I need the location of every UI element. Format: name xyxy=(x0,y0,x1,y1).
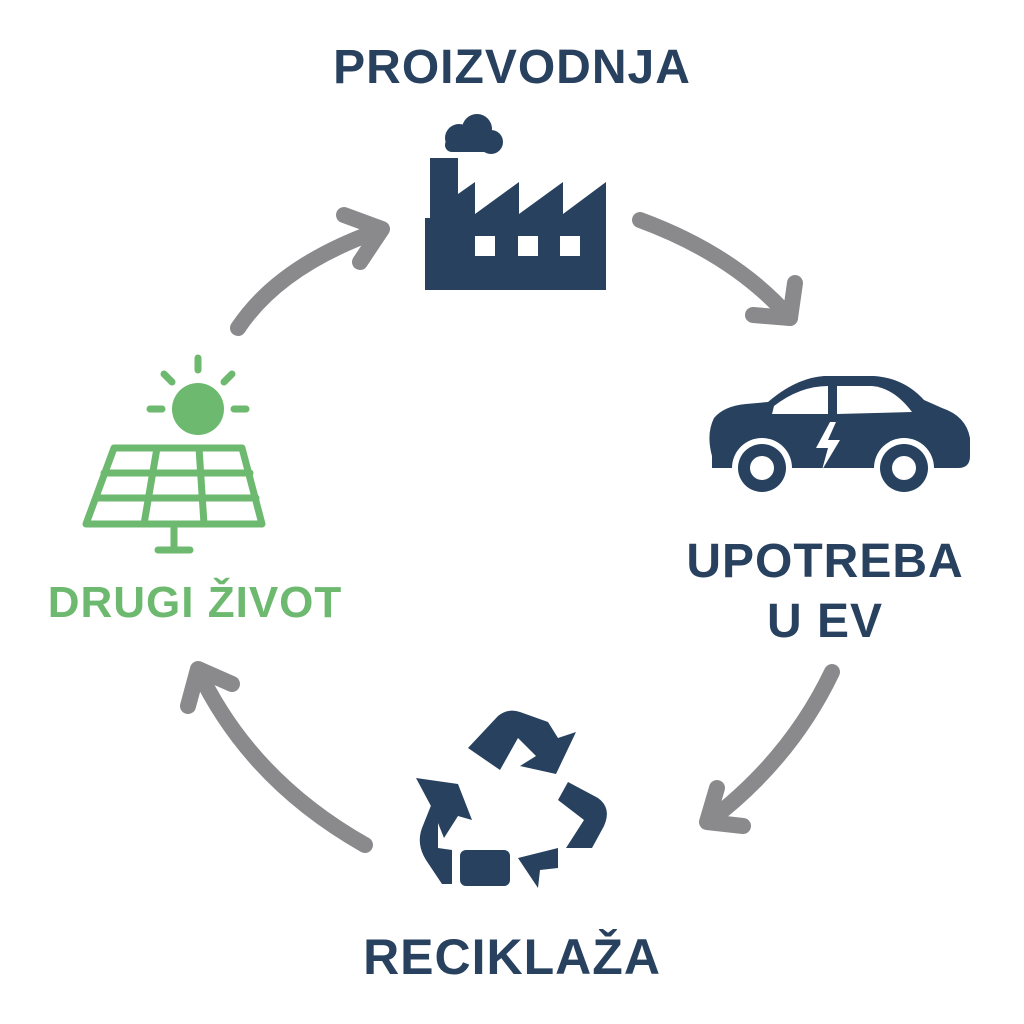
electric-car-icon xyxy=(709,376,970,498)
use-label-line1: UPOTREBA xyxy=(686,535,964,588)
arrow-second-life-to-production xyxy=(230,222,388,336)
recycle-icon xyxy=(416,710,607,888)
arrowhead-second-life-to-production xyxy=(336,207,390,270)
arrow-recycling-to-second-life xyxy=(190,662,373,853)
arrowhead-recycling-to-second-life xyxy=(180,661,240,714)
use-label-line2: U EV xyxy=(766,595,884,648)
recycling-label: RECIKLAŽA xyxy=(363,929,661,985)
use-label: UPOTREBA U EV xyxy=(660,532,990,652)
arrowhead-production-to-use xyxy=(745,275,803,326)
arrow-use-to-recycling xyxy=(700,664,840,830)
second-life-label: DRUGI ŽIVOT xyxy=(47,578,343,627)
solar-panel-icon xyxy=(82,354,266,554)
arrow-production-to-use xyxy=(632,212,798,326)
factory-icon xyxy=(425,114,606,290)
arrowhead-use-to-recycling xyxy=(699,780,751,834)
production-label: PROIZVODNJA xyxy=(333,41,691,94)
